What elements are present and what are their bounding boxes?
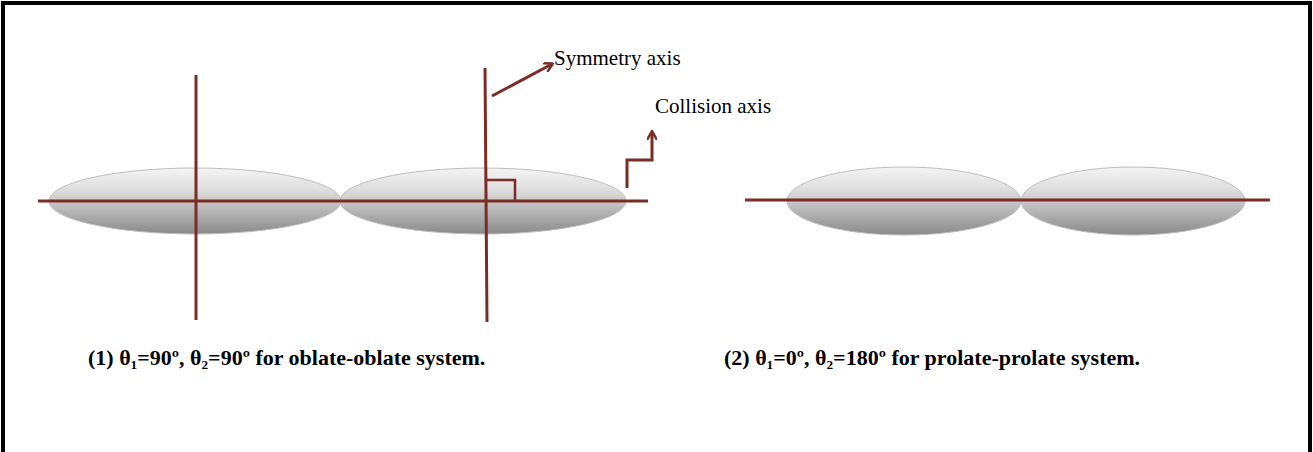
figure-caption-box: (1) θ₁=90º, θ₂=90º for oblate-oblate sys…	[88, 345, 485, 371]
axis-label-box: Symmetry axis	[554, 46, 681, 71]
figure-caption: (2) θ₁=0º, θ₂=180º for prolate-prolate s…	[724, 345, 1140, 370]
figure-caption: (1) θ₁=90º, θ₂=90º for oblate-oblate sys…	[88, 345, 485, 370]
axis-label: Symmetry axis	[554, 46, 681, 70]
axis-label: Collision axis	[655, 94, 771, 118]
figure-caption-box: (2) θ₁=0º, θ₂=180º for prolate-prolate s…	[724, 345, 1140, 371]
axis-label-box: Collision axis	[655, 94, 771, 119]
